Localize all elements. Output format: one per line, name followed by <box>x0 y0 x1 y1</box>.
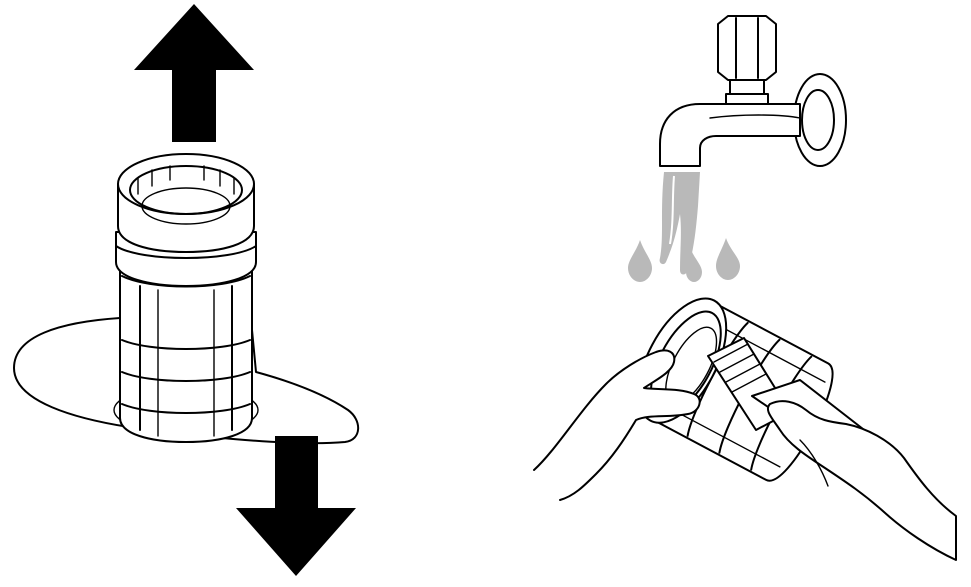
arrow-down-icon <box>236 436 356 576</box>
arrow-up-icon <box>134 4 254 142</box>
water-stream-icon <box>659 172 700 275</box>
filter-cylinder-icon <box>115 153 257 443</box>
water-drop-icon <box>628 240 652 282</box>
water-drop-icon <box>686 252 702 282</box>
hand-icon <box>533 349 701 501</box>
hand-icon <box>766 400 957 561</box>
rinse-filter-panel <box>533 15 957 561</box>
hand-icon-detail <box>799 439 829 487</box>
remove-filter-panel <box>13 4 360 576</box>
water-drop-icon <box>716 238 740 280</box>
faucet-icon <box>659 15 847 167</box>
